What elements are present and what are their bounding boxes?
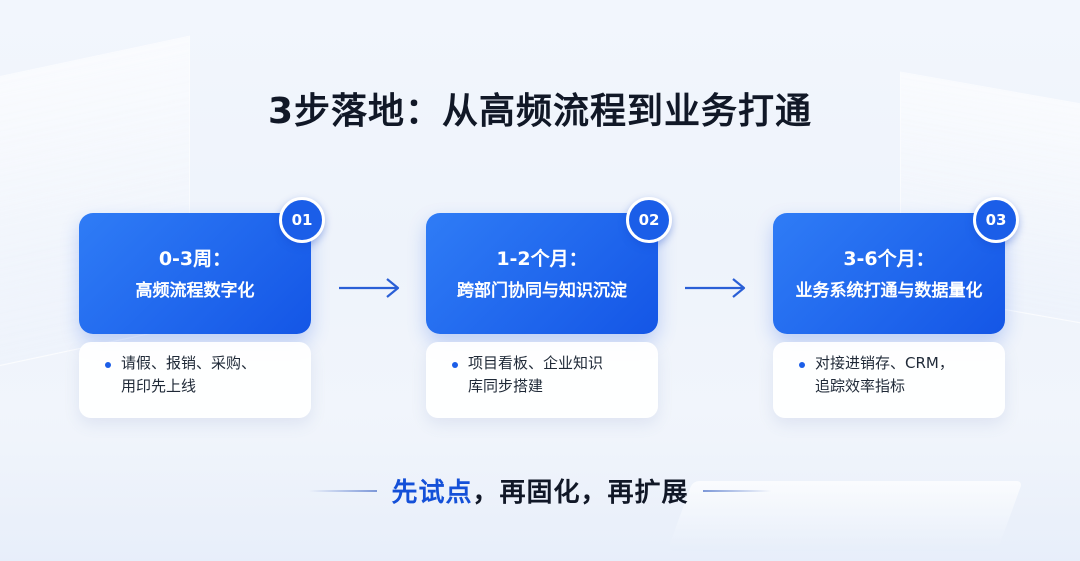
step-description-card: 请假、报销、采购、 用印先上线 bbox=[79, 342, 311, 418]
step-description-line: 库同步搭建 bbox=[468, 377, 544, 395]
slogan-highlight: 先试点 bbox=[391, 478, 473, 508]
step-number-badge: 01 bbox=[279, 197, 325, 243]
step-theme: 业务系统打通与数据量化 bbox=[795, 281, 983, 301]
step-number-badge: 03 bbox=[973, 197, 1019, 243]
divider-line bbox=[702, 489, 771, 492]
arrow-right-icon bbox=[685, 278, 746, 298]
step-description-card: 项目看板、企业知识 库同步搭建 bbox=[426, 342, 658, 418]
step-header: 01 0-3周： 高频流程数字化 bbox=[79, 197, 325, 334]
step-description-line: 请假、报销、采购、 bbox=[121, 354, 257, 372]
step-description-line: 对接进销存、CRM， bbox=[815, 354, 954, 372]
step-period: 1-2个月： bbox=[496, 248, 588, 270]
step-number-badge: 02 bbox=[626, 197, 672, 243]
step-description-card: 对接进销存、CRM， 追踪效率指标 bbox=[773, 342, 1005, 418]
slogan-row: 先试点，再固化，再扩展 bbox=[0, 472, 1080, 509]
arrow-right-icon bbox=[339, 278, 400, 298]
bullet-dot-icon bbox=[799, 362, 805, 368]
divider-line bbox=[309, 489, 378, 492]
step-description: 项目看板、企业知识 库同步搭建 bbox=[468, 352, 640, 398]
slogan-rest: ，再固化，再扩展 bbox=[472, 478, 689, 508]
step-description-line: 用印先上线 bbox=[121, 377, 197, 395]
step-card-1: 01 0-3周： 高频流程数字化 请假、报销、采购、 用印先上线 bbox=[79, 197, 325, 418]
step-period: 0-3周： bbox=[158, 248, 232, 270]
step-header: 03 3-6个月： 业务系统打通与数据量化 bbox=[773, 197, 1019, 334]
step-card-2: 02 1-2个月： 跨部门协同与知识沉淀 项目看板、企业知识 库同步搭建 bbox=[426, 197, 672, 418]
bullet-dot-icon bbox=[452, 362, 458, 368]
step-description-line: 项目看板、企业知识 bbox=[468, 354, 604, 372]
step-theme: 高频流程数字化 bbox=[135, 281, 255, 301]
slogan: 先试点，再固化，再扩展 bbox=[391, 472, 688, 509]
step-theme: 跨部门协同与知识沉淀 bbox=[457, 281, 627, 301]
page-title: 3步落地：从高频流程到业务打通 bbox=[267, 91, 813, 132]
step-card-3: 03 3-6个月： 业务系统打通与数据量化 对接进销存、CRM， 追踪效率指标 bbox=[773, 197, 1019, 418]
bullet-dot-icon bbox=[105, 362, 111, 368]
step-description: 对接进销存、CRM， 追踪效率指标 bbox=[815, 352, 987, 398]
step-description-line: 追踪效率指标 bbox=[815, 377, 906, 395]
step-period: 3-6个月： bbox=[843, 248, 935, 270]
step-header: 02 1-2个月： 跨部门协同与知识沉淀 bbox=[426, 197, 672, 334]
step-description: 请假、报销、采购、 用印先上线 bbox=[121, 352, 293, 398]
